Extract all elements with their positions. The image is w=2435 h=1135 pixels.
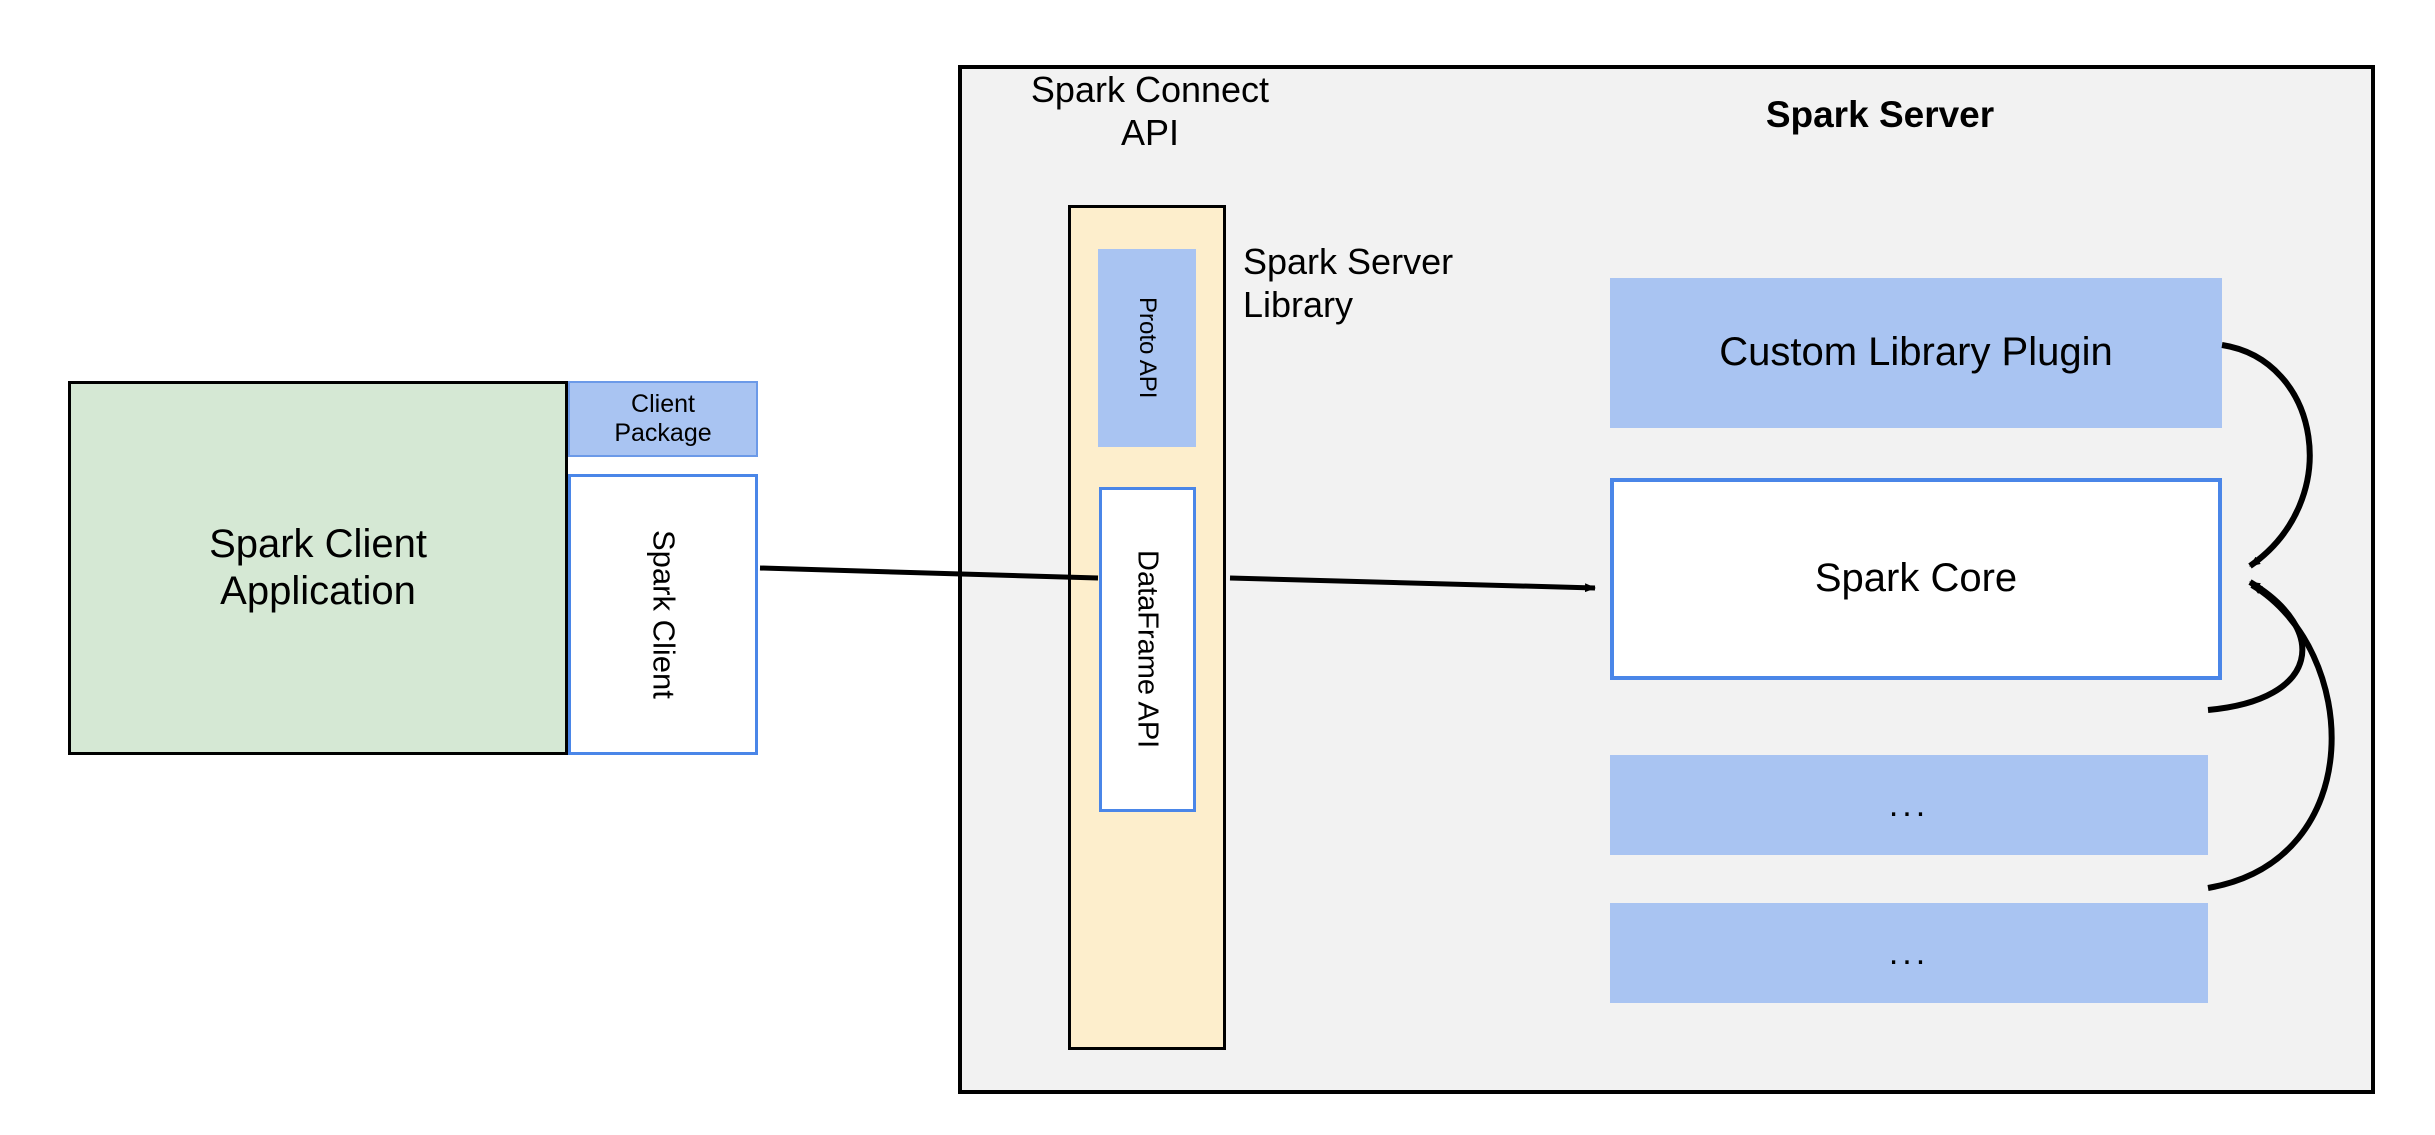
spark-client-application-label: Spark Client Application	[209, 521, 427, 613]
custom-library-plugin-label: Custom Library Plugin	[1719, 330, 2113, 375]
spark-client-application-box[interactable]: Spark Client Application	[68, 381, 568, 755]
spark-server-title: Spark Server	[1765, 94, 1995, 135]
spark-core-label: Spark Core	[1814, 556, 2018, 601]
client-package-box[interactable]: Client Package	[568, 381, 758, 457]
client-package-label: Client Package	[614, 389, 712, 448]
proto-api-label: Proto API	[1134, 297, 1162, 399]
dataframe-api-label: DataFrame API	[1131, 550, 1164, 749]
dataframe-api-box[interactable]: DataFrame API	[1099, 487, 1196, 812]
spark-client-box[interactable]: Spark Client	[568, 474, 758, 755]
spark-core-box[interactable]: Spark Core	[1610, 478, 2222, 680]
ellipsis-box-one[interactable]: ...	[1610, 755, 2208, 855]
ellipsis-box-two[interactable]: ...	[1610, 903, 2208, 1003]
proto-api-box[interactable]: Proto API	[1098, 249, 1196, 447]
spark-connect-api-label: Spark Connect API	[1030, 69, 1270, 154]
ellipsis-two-label: ...	[1888, 933, 1930, 972]
custom-library-plugin-box[interactable]: Custom Library Plugin	[1610, 278, 2222, 428]
ellipsis-one-label: ...	[1888, 785, 1930, 824]
spark-server-library-label: Spark Server Library	[1243, 241, 1454, 326]
spark-client-label: Spark Client	[646, 530, 682, 699]
